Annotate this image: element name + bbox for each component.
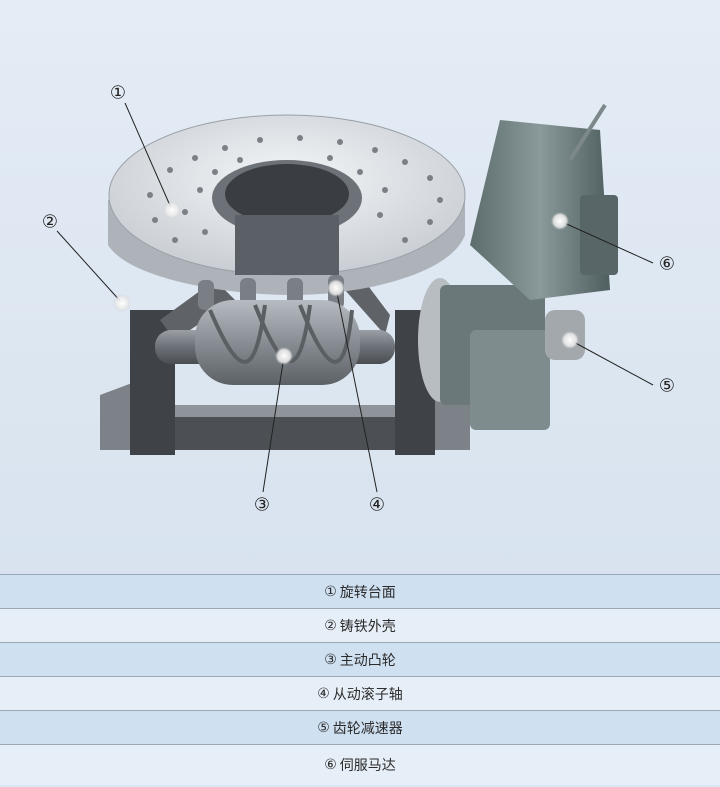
legend-number: ⑥ — [324, 757, 337, 773]
servo-motor — [470, 103, 618, 300]
callout-1: ① — [110, 83, 126, 104]
legend-number: ① — [324, 583, 337, 600]
callout-4: ④ — [369, 495, 385, 516]
legend-label: 主动凸轮 — [339, 652, 396, 669]
legend-row-gear-reducer: ⑤ 齿轮减速器 — [0, 711, 720, 745]
cam-assembly — [155, 300, 395, 385]
legend-row-cast-iron-housing: ② 铸铁外壳 — [0, 609, 720, 643]
callout-2: ② — [42, 212, 58, 233]
gear-reducer — [418, 278, 585, 430]
leader-lines — [56, 102, 654, 493]
indexer-diagram: ① ② ③ ④ ⑤ ⑥ — [0, 0, 720, 574]
legend-label: 旋转台面 — [339, 584, 396, 601]
indexer-drawing: ① ② ③ ④ ⑤ ⑥ — [42, 83, 675, 516]
callout-5: ⑤ — [659, 376, 675, 397]
callout-6: ⑥ — [659, 254, 675, 275]
legend-row-rotary-table: ① 旋转台面 — [0, 575, 720, 609]
rotary-table — [108, 114, 466, 295]
callout-3: ③ — [254, 495, 270, 516]
legend-label: 齿轮减速器 — [332, 720, 403, 737]
legend-label: 从动滚子轴 — [332, 686, 403, 703]
legend-number: ② — [324, 617, 337, 634]
legend-row-driving-cam: ③ 主动凸轮 — [0, 643, 720, 677]
legend-label: 伺服马达 — [339, 758, 396, 774]
legend-row-servo-motor: ⑥ 伺服马达 — [0, 745, 720, 785]
legend-label: 铸铁外壳 — [339, 618, 396, 635]
highlight-dots — [113, 201, 579, 365]
parts-legend: ① 旋转台面 ② 铸铁外壳 ③ 主动凸轮 ④ 从动滚子轴 ⑤ 齿轮减速器 ⑥ 伺… — [0, 574, 720, 787]
legend-number: ④ — [317, 685, 330, 702]
legend-number: ③ — [324, 651, 337, 668]
legend-row-roller-shaft: ④ 从动滚子轴 — [0, 677, 720, 711]
legend-number: ⑤ — [317, 719, 330, 736]
